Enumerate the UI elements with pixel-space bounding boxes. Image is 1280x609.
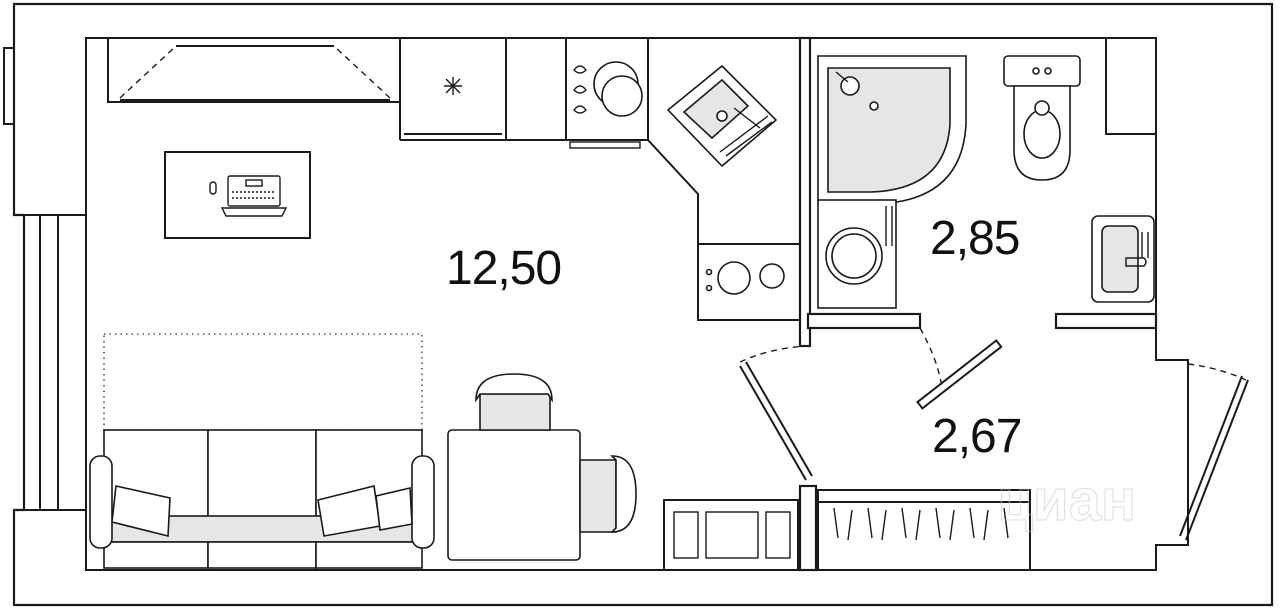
- washing-machine-icon: [817, 199, 897, 309]
- shower-icon: [817, 55, 967, 205]
- cooktop-icon: [698, 243, 800, 295]
- doors: [739, 327, 1249, 541]
- interior-walls: [798, 36, 1158, 572]
- laptop-icon: [209, 175, 288, 217]
- bathroom-area-label: 2,85: [930, 212, 1019, 265]
- bathroom-fixtures: [817, 55, 1155, 309]
- fridge-icon: [444, 77, 462, 95]
- storage-cabinets: [663, 489, 1031, 571]
- sink-icon: [666, 64, 778, 168]
- toilet-icon: [1003, 55, 1081, 181]
- watermark-text: циан: [997, 468, 1136, 533]
- sofa: [89, 333, 435, 569]
- dishwasher-icon: [569, 61, 643, 149]
- washbasin-icon: [1091, 215, 1155, 303]
- dining-set: [447, 373, 637, 561]
- hallway-area-label: 2,67: [932, 410, 1021, 463]
- main-room-area-label: 12,50: [446, 242, 561, 295]
- tv-stand: [164, 151, 311, 239]
- hangers: [833, 507, 1009, 541]
- kitchen: [107, 37, 801, 321]
